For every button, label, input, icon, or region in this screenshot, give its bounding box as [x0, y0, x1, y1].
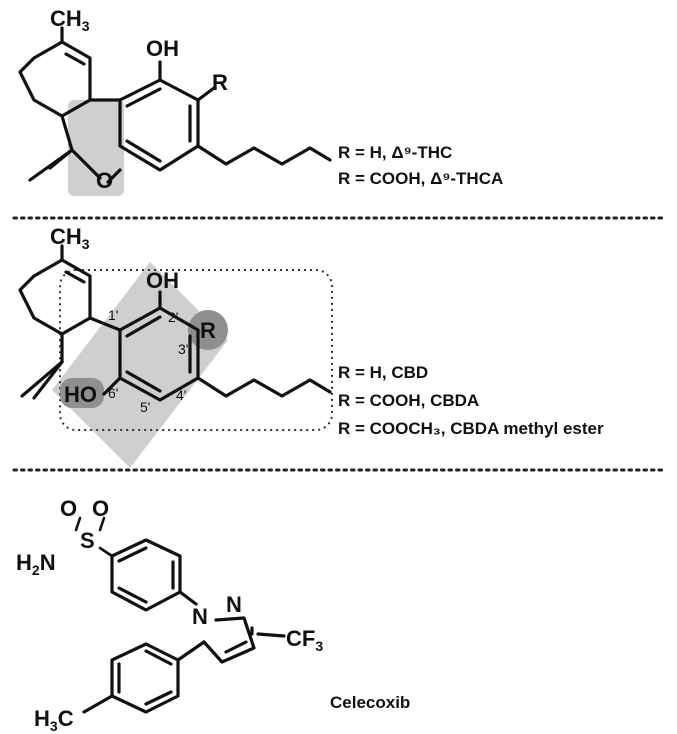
cbd-pos-4: 4': [176, 387, 186, 403]
celecoxib-h3c-subscript: 3: [50, 718, 58, 734]
cbd-resorcinol-highlight: [52, 262, 228, 468]
celecoxib-h3c-c: C: [58, 706, 74, 731]
svg-text:H3C: H3C: [34, 706, 74, 734]
celecoxib-name: Celecoxib: [330, 693, 410, 712]
cbd-dotted-box: [59, 269, 333, 431]
celecoxib-cf3-subscript: 3: [315, 638, 323, 654]
cbd-label-1: R = H, CBD: [338, 363, 428, 382]
celecoxib-sulfur: S: [80, 528, 95, 553]
cbd-r-label: R: [200, 318, 216, 343]
cbd-oh-top-label: OH: [146, 268, 179, 293]
thc-structure: CH3 OH O R R = H, Δ⁹-THC R = COOH, Δ⁹-TH…: [18, 6, 503, 196]
thc-label-1: R = H, Δ⁹-THC: [338, 143, 452, 162]
celecoxib-nitrogen-2: N: [226, 592, 242, 617]
cbd-pos-3: 3': [178, 341, 188, 357]
celecoxib-h2n-h: H: [16, 550, 32, 575]
thc-oh-label: OH: [146, 36, 179, 61]
celecoxib-oxygen-2: O: [92, 496, 109, 521]
celecoxib-nitrogen-1: N: [192, 604, 208, 629]
celecoxib-h2n-subscript: 2: [32, 562, 40, 578]
cbd-pos-5: 5': [140, 399, 150, 415]
cbd-ho-label: HO: [64, 382, 97, 407]
celecoxib-structure: O O S H2N N N CF3 H3C Celecoxib: [16, 496, 410, 734]
svg-text:H2N: H2N: [16, 550, 56, 578]
cbd-structure: CH3 OH HO R 1' 2' 3' 4' 5' 6' R = H, CBD…: [18, 224, 604, 468]
cbd-pos-2: 2': [168, 309, 178, 325]
cbd-ho-highlight: [60, 378, 104, 408]
svg-text:CH3: CH3: [50, 224, 90, 252]
celecoxib-cf3-label: CF: [286, 626, 315, 651]
thc-r-label: R: [212, 70, 228, 95]
thc-pyran-highlight: [68, 100, 124, 196]
thc-ch3-label: CH: [50, 6, 82, 31]
thc-ch3-subscript: 3: [82, 18, 90, 34]
celecoxib-oxygen-1: O: [60, 496, 77, 521]
thc-label-2: R = COOH, Δ⁹-THCA: [338, 169, 503, 188]
celecoxib-h2n-n: N: [40, 550, 56, 575]
cbd-label-3: R = COOCH₃, CBDA methyl ester: [338, 419, 604, 438]
cbd-label-2: R = COOH, CBDA: [338, 391, 479, 410]
cbd-pos-1: 1': [108, 307, 118, 323]
cbd-ch3-subscript: 3: [82, 236, 90, 252]
svg-text:CH3: CH3: [50, 6, 90, 34]
svg-text:CF3: CF3: [286, 626, 323, 654]
cbd-pos-6: 6': [108, 385, 118, 401]
thc-oxygen-label: O: [96, 168, 113, 193]
cbd-ch3-label: CH: [50, 224, 82, 249]
celecoxib-h3c-h: H: [34, 706, 50, 731]
